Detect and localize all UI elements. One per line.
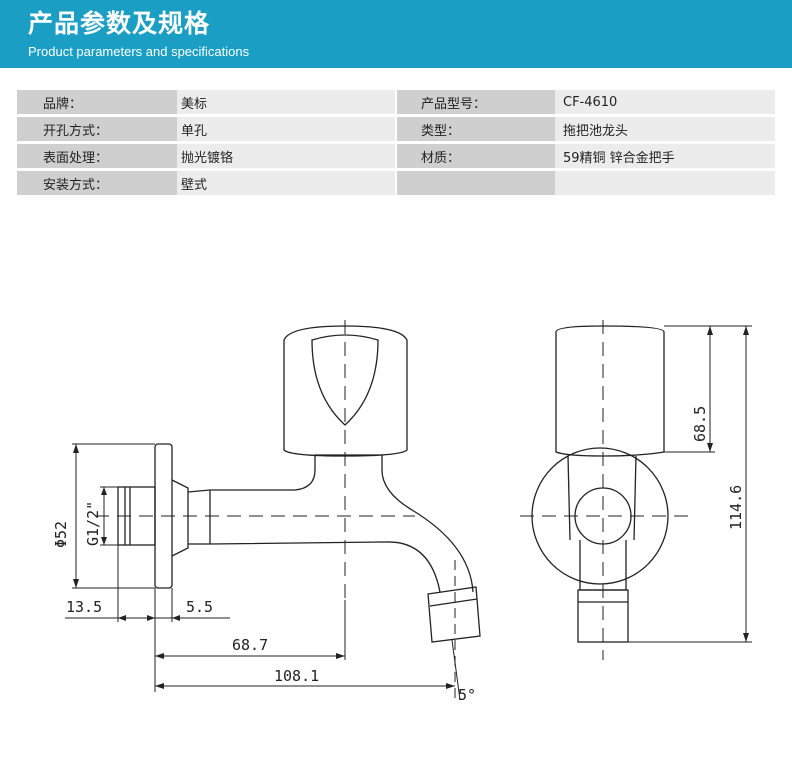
nozzle <box>427 586 481 643</box>
spec-label: 材质： <box>397 144 555 168</box>
spec-value: 拖把池龙头 <box>555 117 775 141</box>
spec-value: 美标 <box>177 90 395 114</box>
spec-row: 品牌： 美标 产品型号： CF-4610 <box>17 90 775 114</box>
spec-row: 安装方式： 壁式 <box>17 171 775 195</box>
spec-label: 品牌： <box>17 90 177 114</box>
spec-label: 表面处理： <box>17 144 177 168</box>
spec-value <box>555 171 775 195</box>
handle <box>283 325 408 457</box>
spout-bottom-outline <box>188 541 441 593</box>
dim-5-5: 5.5 <box>186 598 213 616</box>
flange-boss <box>171 479 189 557</box>
page-title: 产品参数及规格 <box>28 9 211 38</box>
spec-label: 开孔方式： <box>17 117 177 141</box>
dim-13-5: 13.5 <box>66 598 102 616</box>
dim-68-7: 68.7 <box>232 636 268 654</box>
spec-value: 抛光镀铬 <box>177 144 395 168</box>
dim-68-5: 68.5 <box>691 406 709 442</box>
page-subtitle: Product parameters and specifications <box>28 44 250 59</box>
dim-thread: G1/2" <box>84 501 102 546</box>
spec-value: 单孔 <box>177 117 395 141</box>
dim-angle: 5° <box>458 686 476 704</box>
spec-value: 壁式 <box>177 171 395 195</box>
spec-value: CF-4610 <box>555 90 775 114</box>
spec-label: 安装方式： <box>17 171 177 195</box>
spec-label: 产品型号： <box>397 90 555 114</box>
dim-flange: Φ52 <box>52 521 70 548</box>
spec-label: 类型： <box>397 117 555 141</box>
spec-row: 开孔方式： 单孔 类型： 拖把池龙头 <box>17 117 775 141</box>
spec-label <box>397 171 555 195</box>
spout-top-outline <box>187 454 474 593</box>
technical-drawing: Φ52 G1/2" 13.5 5.5 68.7 108.1 5° 68.5 11… <box>52 320 752 704</box>
handle-emblem <box>311 334 379 426</box>
dim-108-1: 108.1 <box>274 667 319 685</box>
spec-value: 59精铜 锌合金把手 <box>555 144 775 168</box>
dim-114-6: 114.6 <box>727 485 745 530</box>
header-banner: 产品参数及规格 Product parameters and specifica… <box>0 0 792 68</box>
spec-table: 品牌： 美标 产品型号： CF-4610 开孔方式： 单孔 类型： 拖把池龙头 … <box>17 87 775 198</box>
body-front-sides <box>567 455 637 541</box>
handle-front <box>555 325 665 457</box>
spec-row: 表面处理： 抛光镀铬 材质： 59精铜 锌合金把手 <box>17 144 775 168</box>
